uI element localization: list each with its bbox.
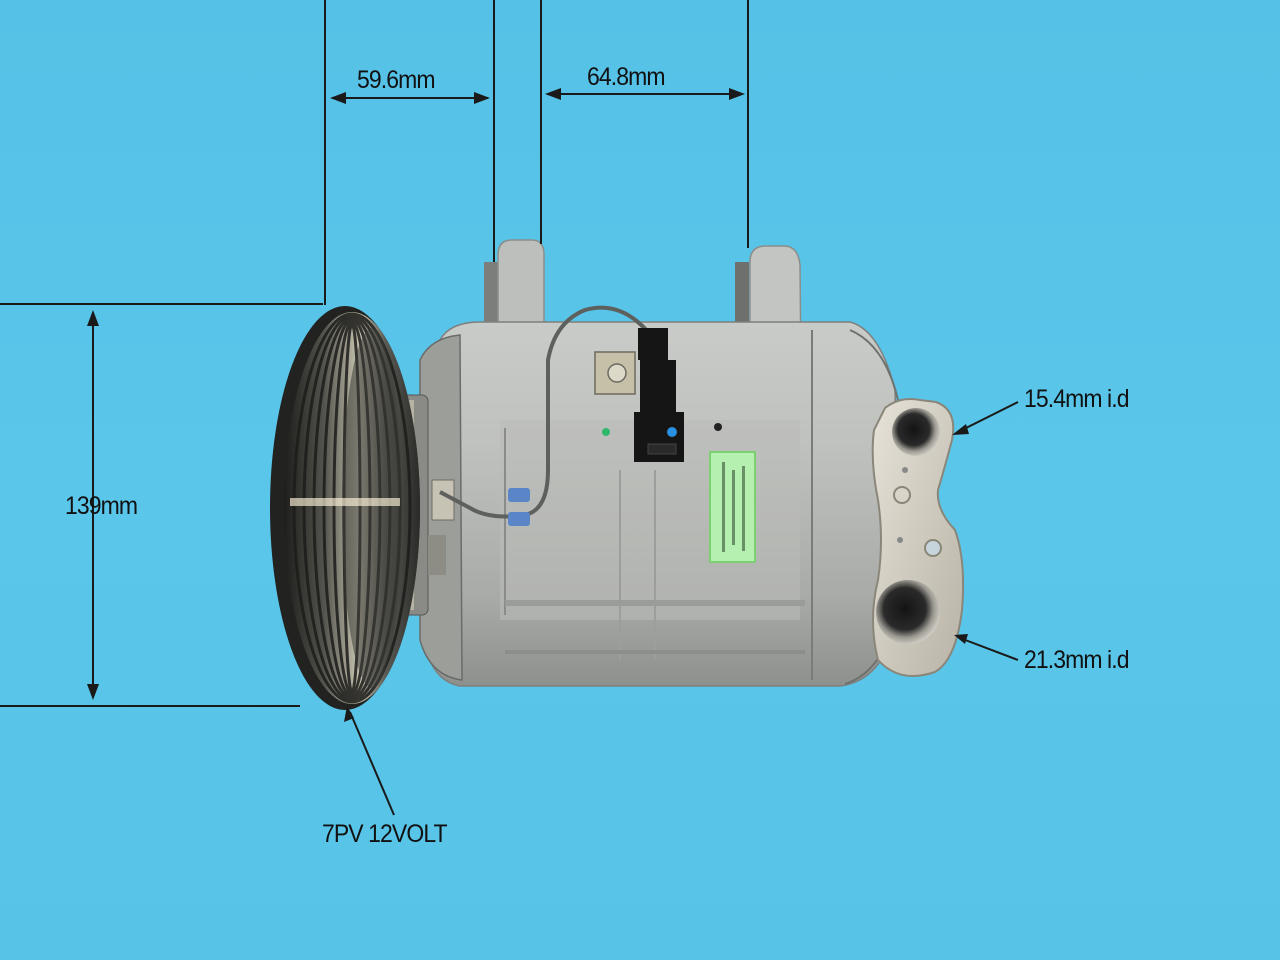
dimension-label-upper-port: 15.4mm i.d [1024, 385, 1129, 413]
dimension-label-mount-left: 59.6mm [357, 66, 435, 94]
dimension-lines [0, 0, 1019, 816]
upper-port [892, 408, 940, 456]
electrical-connector [594, 328, 684, 462]
dimension-label-lower-port: 21.3mm i.d [1024, 646, 1129, 674]
wire-harness [439, 305, 650, 526]
product-label-sticker [709, 451, 756, 563]
rear-manifold-flange [871, 398, 965, 677]
pulley [270, 306, 420, 710]
dimension-arrowheads [87, 88, 969, 722]
lower-port [876, 580, 940, 644]
dimension-label-pulley-height: 139mm [65, 492, 138, 520]
dimension-label-mount-right: 64.8mm [587, 63, 665, 91]
pulley-spec-label: 7PV 12VOLT [322, 820, 448, 848]
